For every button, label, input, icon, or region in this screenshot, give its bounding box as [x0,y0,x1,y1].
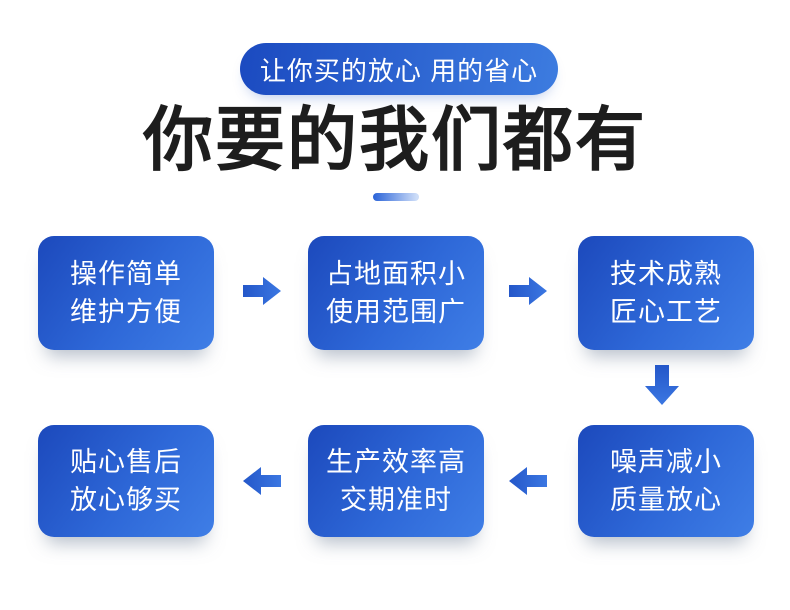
feature-box-efficiency: 生产效率高 交期准时 [308,425,484,537]
feature-box-technology: 技术成熟 匠心工艺 [578,236,754,350]
feature-box-operation: 操作简单 维护方便 [38,236,214,350]
tagline-text: 让你买的放心 用的省心 [259,55,539,86]
title-underline [373,193,419,201]
feature-line: 贴心售后 [70,447,182,477]
feature-box-noise: 噪声减小 质量放心 [578,425,754,537]
feature-line: 交期准时 [340,485,452,515]
arrow-left-icon [243,466,281,496]
feature-box-aftersale: 贴心售后 放心够买 [38,425,214,537]
feature-line: 生产效率高 [326,447,466,477]
tagline-badge: 让你买的放心 用的省心 [240,43,558,95]
feature-line: 操作简单 [70,259,182,289]
feature-line: 匠心工艺 [610,297,722,327]
arrow-right-icon [509,276,547,306]
feature-line: 使用范围广 [326,297,466,327]
arrow-right-icon [243,276,281,306]
feature-line: 维护方便 [70,297,182,327]
arrow-down-icon [645,365,679,405]
page-title: 你要的我们都有 [143,101,647,179]
feature-line: 占地面积小 [326,259,466,289]
feature-line: 放心够买 [70,485,182,515]
feature-box-footprint: 占地面积小 使用范围广 [308,236,484,350]
arrow-left-icon [509,466,547,496]
feature-line: 噪声减小 [610,447,722,477]
feature-line: 质量放心 [610,485,722,515]
feature-line: 技术成熟 [610,259,722,289]
